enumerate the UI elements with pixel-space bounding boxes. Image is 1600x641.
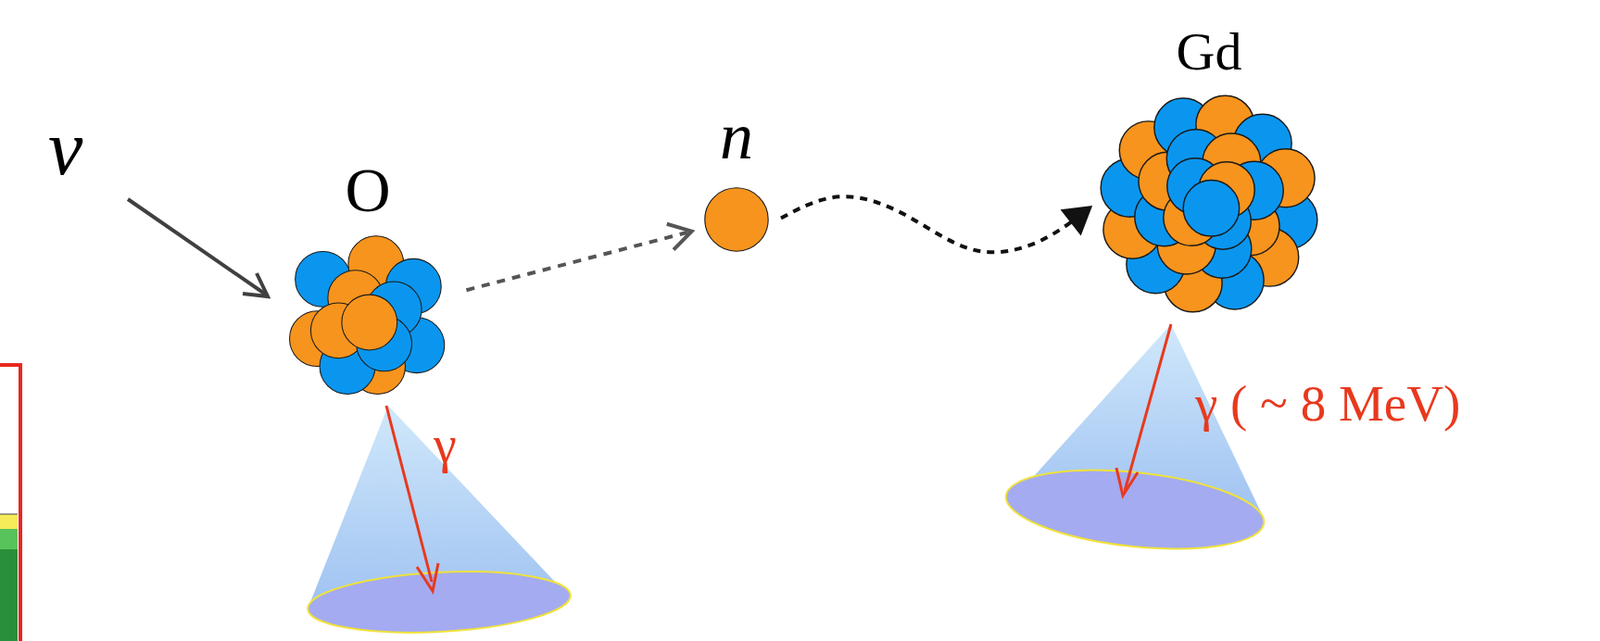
gamma-cone	[1002, 324, 1269, 560]
neutron: n	[703, 186, 770, 253]
particle-label: ν	[48, 109, 83, 188]
arrowhead	[1063, 207, 1090, 232]
nucleus: Gd	[1096, 91, 1322, 316]
connector-line	[466, 231, 692, 291]
gamma-cone	[306, 405, 573, 639]
edge-panel	[0, 365, 21, 641]
nucleus-shape	[1096, 91, 1322, 316]
connector-line	[781, 196, 1090, 252]
neutrino-arrow	[127, 199, 268, 297]
node-label: n	[719, 102, 754, 170]
arrowhead	[667, 224, 693, 251]
nucleus-shape	[286, 234, 450, 398]
node-label: O	[344, 158, 391, 222]
connector-arrow	[781, 196, 1090, 252]
node-label: Gd	[1176, 25, 1243, 79]
nucleus: O	[286, 234, 450, 398]
neutron-shape	[703, 186, 770, 253]
gamma-label: γ	[433, 418, 457, 471]
connector-arrow	[466, 224, 692, 290]
gamma-energy-label: γ ( ~ 8 MeV)	[1195, 377, 1461, 429]
